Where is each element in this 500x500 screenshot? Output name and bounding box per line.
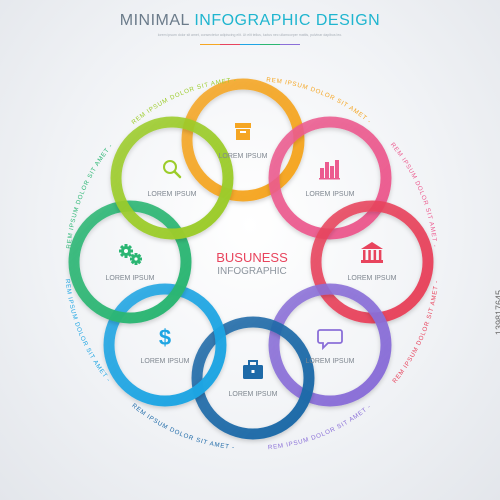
title-part-1: MINIMAL [119, 12, 195, 29]
magnifier-icon [163, 160, 182, 179]
stock-id-watermark: 139817645 [494, 290, 500, 336]
arc-text-step-06: LOREM IPSUM DOLOR SIT AMET - 06 [0, 0, 114, 386]
ring-step-01 [181, 78, 305, 202]
step-label-01: LOREM IPSUM [218, 153, 267, 160]
center-label: BUSUNESS INFOGRAPHIC [216, 250, 288, 277]
arc-text-step-04: LOREM IPSUM DOLOR SIT AMET - 04 [0, 0, 374, 451]
page-title: MINIMAL INFOGRAPHIC DESIGN [0, 12, 500, 30]
ring-step-05 [191, 316, 315, 440]
gears-icon [119, 244, 142, 265]
step-label-06: LOREM IPSUM [140, 358, 189, 365]
ring-step-08 [110, 116, 234, 240]
ring-step-06 [103, 283, 227, 407]
step-label-07: LOREM IPSUM [105, 275, 154, 282]
page-subtitle: lorem ipsum dolor sit amet, consectetur … [157, 33, 343, 37]
box-icon [235, 123, 251, 140]
ring-group [68, 78, 434, 440]
center-title: BUSUNESS [216, 250, 288, 265]
title-part-2: INFOGRAPHIC DESIGN [194, 12, 381, 29]
bank-icon [361, 242, 383, 263]
ring-step-07 [68, 200, 192, 324]
step-label-03: LOREM IPSUM [347, 275, 396, 282]
dollar-icon: $ [159, 325, 171, 350]
ring-step-04 [268, 283, 392, 407]
center-subtitle: INFOGRAPHIC [217, 266, 286, 277]
center-content-group: LOREM IPSUM LOREM IPSUM LOREM IPSUM LOREM I… [105, 123, 397, 398]
chat-bubble-icon [317, 329, 343, 351]
title-underline [200, 44, 300, 45]
bar-chart-icon [319, 160, 340, 180]
ring-step-02 [268, 116, 392, 240]
ring-step-03 [310, 200, 434, 324]
arc-text-step-01: LOREM IPSUM DOLOR SIT AMET - 01 [0, 0, 373, 125]
briefcase-icon [243, 360, 263, 379]
step-label-05: LOREM IPSUM [228, 391, 277, 398]
svg-text:$: $ [159, 325, 171, 350]
step-label-08: LOREM IPSUM [147, 191, 196, 198]
step-label-04: LOREM IPSUM [305, 358, 354, 365]
step-label-02: LOREM IPSUM [305, 191, 354, 198]
